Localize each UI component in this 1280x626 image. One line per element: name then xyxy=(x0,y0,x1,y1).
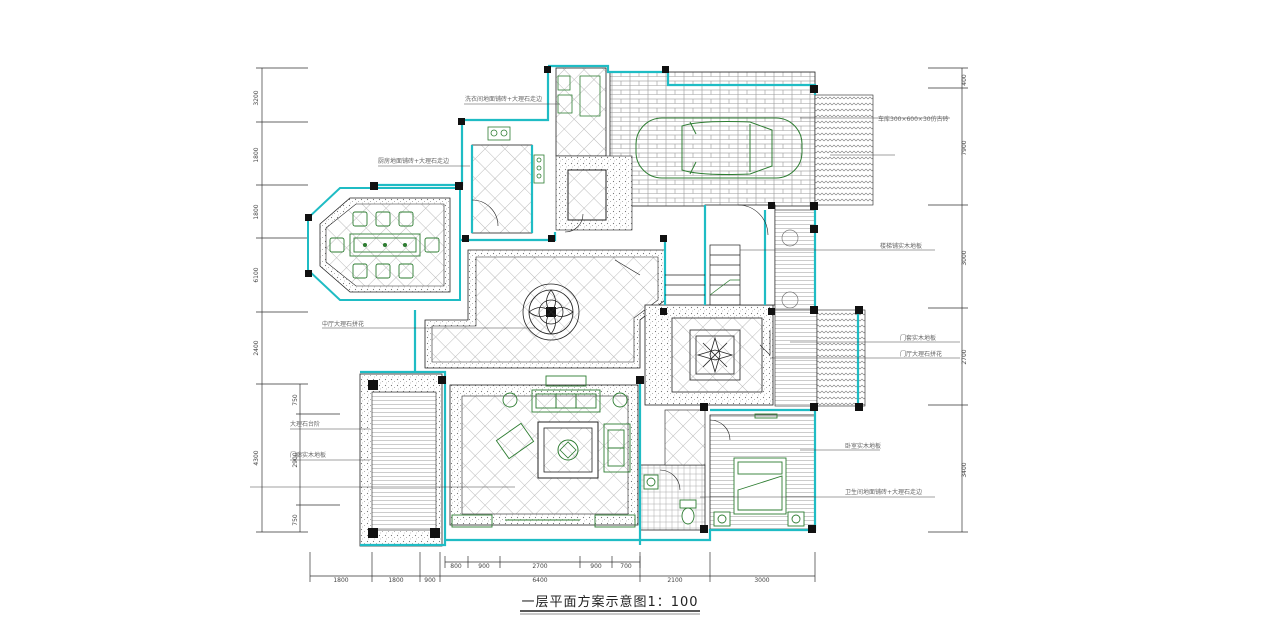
right-dim-3: 2700 xyxy=(961,349,968,364)
right-dim-4: 3400 xyxy=(961,462,968,477)
label-kitchen: 厨房地面铺砖+大理石走边 xyxy=(378,157,449,165)
right-dim-1: 7900 xyxy=(961,140,968,155)
west-terrace-wood xyxy=(371,391,437,531)
left-dim-4: 2400 xyxy=(253,340,260,355)
left-dimension-texts: 3200 1800 1800 6100 2400 4300 750 2900 7… xyxy=(253,90,299,526)
living-room-rug xyxy=(537,421,599,479)
bathroom-fixtures xyxy=(643,474,697,525)
left-inner-dim-2: 750 xyxy=(292,514,299,526)
drawing-title: 一层平面方案示意图1：100 xyxy=(521,594,698,610)
leader-lines xyxy=(250,103,960,498)
label-hall: 中厅大理石拼花 xyxy=(322,320,364,328)
bottom-dimension-bars xyxy=(309,552,816,582)
bottom-upper-dim-3: 900 xyxy=(590,563,602,570)
right-dim-0: 400 xyxy=(961,74,968,86)
right-dimension-bar xyxy=(928,67,968,533)
label-foyer-door: 门套实木地板 xyxy=(900,334,936,342)
left-dim-1: 1800 xyxy=(253,147,260,162)
room-labels: 洗衣间地面铺砖+大理石走边 厨房地面铺砖+大理石走边 车库300×600×30仿… xyxy=(290,95,949,496)
left-dim-5: 4300 xyxy=(253,450,260,465)
doors xyxy=(471,199,771,491)
bottom-upper-dim-2: 2700 xyxy=(532,563,547,570)
garage-apron xyxy=(814,94,874,206)
bottom-lower-dim-0: 1800 xyxy=(333,577,348,584)
staircase xyxy=(665,229,799,309)
bottom-lower-dim-5: 3000 xyxy=(754,577,769,584)
laundry-floor xyxy=(555,67,607,157)
drawing-title-block: 一层平面方案示意图1：100 xyxy=(520,594,700,615)
left-dim-3: 6100 xyxy=(253,267,260,282)
bottom-lower-dim-4: 2100 xyxy=(667,577,682,584)
label-laundry: 洗衣间地面铺砖+大理石走边 xyxy=(465,95,542,103)
left-dim-0: 3200 xyxy=(253,90,260,105)
left-dim-2: 1800 xyxy=(253,204,260,219)
living-room-furniture xyxy=(451,375,636,528)
bottom-upper-dim-4: 700 xyxy=(620,563,632,570)
label-terrace2: 门廊实木地板 xyxy=(290,451,326,459)
label-terrace1: 大理石台阶 xyxy=(290,420,320,428)
foyer-tile xyxy=(671,317,763,393)
right-dim-2: 3000 xyxy=(961,250,968,265)
dining-table-set xyxy=(329,211,440,279)
label-foyer: 门厅大理石拼花 xyxy=(900,350,942,358)
kitchen-floor xyxy=(471,144,533,234)
left-inner-dim-0: 750 xyxy=(292,394,299,406)
stair-wood-strip xyxy=(774,209,816,311)
hall-medallion xyxy=(522,283,580,341)
left-dimension-bar xyxy=(256,67,340,533)
label-garage: 车库300×600×30仿古砖 xyxy=(878,115,949,123)
label-stairs: 楼梯铺实木地板 xyxy=(880,242,922,250)
hall-tile xyxy=(431,256,659,363)
bathroom-entry xyxy=(664,409,706,466)
bottom-lower-dim-2: 900 xyxy=(424,577,436,584)
corridor-rug xyxy=(567,169,607,221)
label-bathroom: 卫生间地面铺砖+大理石走边 xyxy=(845,488,922,496)
garage-floor xyxy=(609,71,816,207)
bottom-dimension-texts: 800 900 2700 900 700 1800 1800 900 6400 … xyxy=(333,563,769,584)
foyer-medallion xyxy=(689,329,741,381)
columns xyxy=(305,66,863,538)
bottom-lower-dim-3: 6400 xyxy=(532,577,547,584)
bedroom-furniture xyxy=(713,413,805,527)
right-dimension-texts: 400 7900 3000 2700 3400 xyxy=(961,74,968,478)
bottom-lower-dim-1: 1800 xyxy=(388,577,403,584)
kitchen-fixtures xyxy=(487,126,545,184)
bottom-upper-dim-1: 900 xyxy=(478,563,490,570)
car xyxy=(635,117,803,179)
bottom-upper-dim-0: 800 xyxy=(450,563,462,570)
label-bedroom: 卧室实木地板 xyxy=(845,442,881,450)
